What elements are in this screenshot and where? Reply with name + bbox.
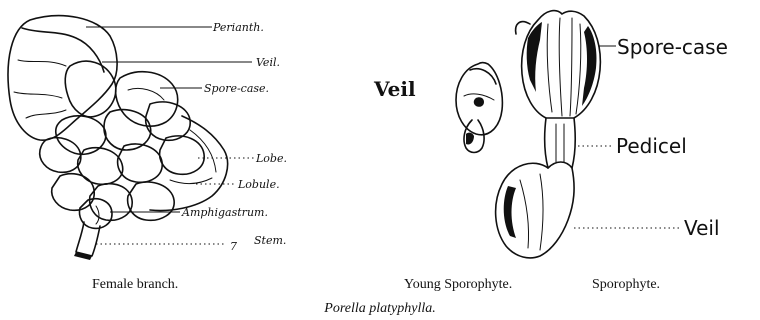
lobe-shape (56, 116, 106, 154)
female-branch-drawing (8, 16, 228, 260)
lobule-shape (52, 174, 95, 211)
label-pedicel: Pedicel (616, 134, 687, 158)
label-young-veil: Veil (373, 77, 416, 101)
label-spore-case: Spore-case. (204, 82, 269, 95)
figure-number: 7 (230, 240, 237, 253)
sporophyte-drawing (496, 11, 601, 258)
label-sporophyte-veil: Veil (684, 216, 720, 240)
sporophyte-labels: Spore-case Pedicel Veil (574, 35, 728, 240)
young-sporophyte-drawing: Veil (373, 63, 502, 153)
label-stem: Stem. (254, 234, 286, 247)
pedicel-shape (545, 118, 576, 168)
label-sporophyte-spore-case: Spore-case (617, 35, 728, 59)
label-amphigastrum: Amphigastrum. (181, 206, 268, 219)
label-perianth: Perianth. (212, 21, 264, 34)
figure-title: Porella platyphylla. (323, 301, 435, 316)
label-lobule: Lobule. (237, 178, 280, 191)
caption-sporophyte: Sporophyte. (592, 277, 660, 292)
label-veil: Veil. (256, 56, 280, 69)
caption-young-sporophyte: Young Sporophyte. (404, 277, 512, 292)
label-lobe: Lobe. (255, 152, 287, 165)
caption-female-branch: Female branch. (92, 277, 178, 292)
